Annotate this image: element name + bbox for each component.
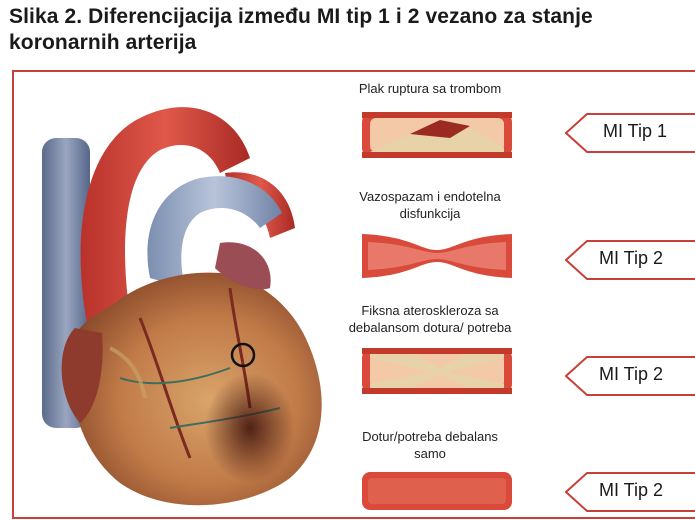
tag-mi-tip-2: MI Tip 2 [565, 472, 695, 517]
tag-mi-tip-2: MI Tip 2 [565, 356, 695, 401]
tag-label: MI Tip 2 [599, 248, 663, 269]
tag-label: MI Tip 1 [603, 121, 667, 142]
caption-fixed-atherosclerosis: Fiksna ateroskleroza sa debalansom dotur… [320, 302, 540, 336]
tag-label: MI Tip 2 [599, 480, 663, 501]
infarct-area [205, 373, 295, 483]
figure-title: Slika 2. Diferencijacija između MI tip 1… [9, 4, 695, 56]
vessel-vasospasm [360, 228, 515, 283]
vessel-normal [360, 468, 515, 513]
vessel-fixed-atherosclerosis [360, 344, 515, 399]
caption-plaque-rupture: Plak ruptura sa trombom [330, 80, 530, 97]
tag-mi-tip-1: MI Tip 1 [565, 113, 695, 158]
caption-vasospasm: Vazospazam i endotelna disfunkcija [330, 188, 530, 222]
heart-illustration [20, 78, 340, 513]
vessel-plaque-rupture-thrombus [360, 108, 515, 163]
tag-label: MI Tip 2 [599, 364, 663, 385]
figure-title-line1: Slika 2. Diferencijacija između MI tip 1… [9, 4, 695, 30]
caption-supply-demand: Dotur/potreba debalans samo [330, 428, 530, 462]
figure-title-line2: koronarnih arterija [9, 30, 695, 56]
tag-mi-tip-2: MI Tip 2 [565, 240, 695, 285]
heart-body [71, 273, 321, 506]
